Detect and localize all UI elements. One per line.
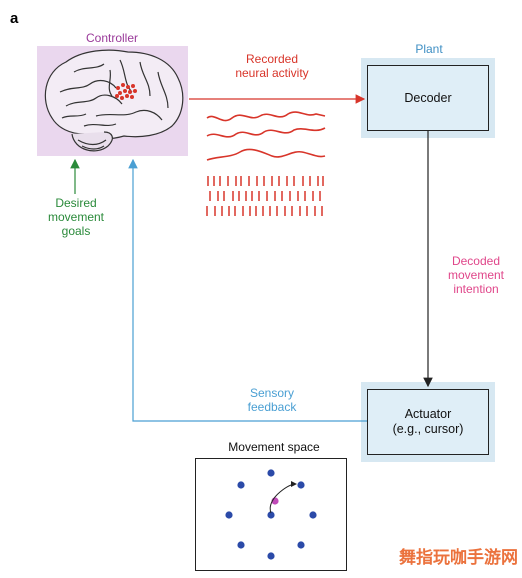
sensory-feedback-arrow — [128, 158, 367, 422]
cursor-trajectory — [269, 481, 297, 514]
target-dot — [237, 481, 245, 489]
brain-icon — [44, 49, 184, 152]
target-dot — [237, 541, 245, 549]
target-dot — [267, 552, 275, 560]
controller-title: Controller — [85, 31, 139, 45]
target-dot — [225, 511, 233, 519]
decoded-movement-intention-label: Decoded movement intention — [447, 254, 505, 296]
target-dot — [267, 511, 275, 519]
movement-targets — [225, 469, 317, 560]
actuator-box: Actuator (e.g., cursor) — [367, 389, 489, 455]
panel-label: a — [10, 10, 19, 27]
desired-movement-goals-label: Desired movement goals — [47, 196, 105, 238]
electrode-array — [115, 83, 137, 100]
plant-title: Plant — [415, 42, 443, 56]
neural-activity-traces — [206, 111, 326, 161]
target-dot — [267, 469, 275, 477]
target-dot — [309, 511, 317, 519]
decoder-box: Decoder — [367, 65, 489, 131]
target-dot — [297, 481, 305, 489]
recorded-neural-activity-label: Recorded neural activity — [235, 52, 309, 80]
watermark-text: 舞指玩咖手游网 — [399, 548, 518, 567]
movement-space-title: Movement space — [228, 440, 320, 454]
spike-raster — [206, 176, 324, 216]
sensory-feedback-label: Sensory feedback — [247, 386, 297, 414]
target-dot — [297, 541, 305, 549]
